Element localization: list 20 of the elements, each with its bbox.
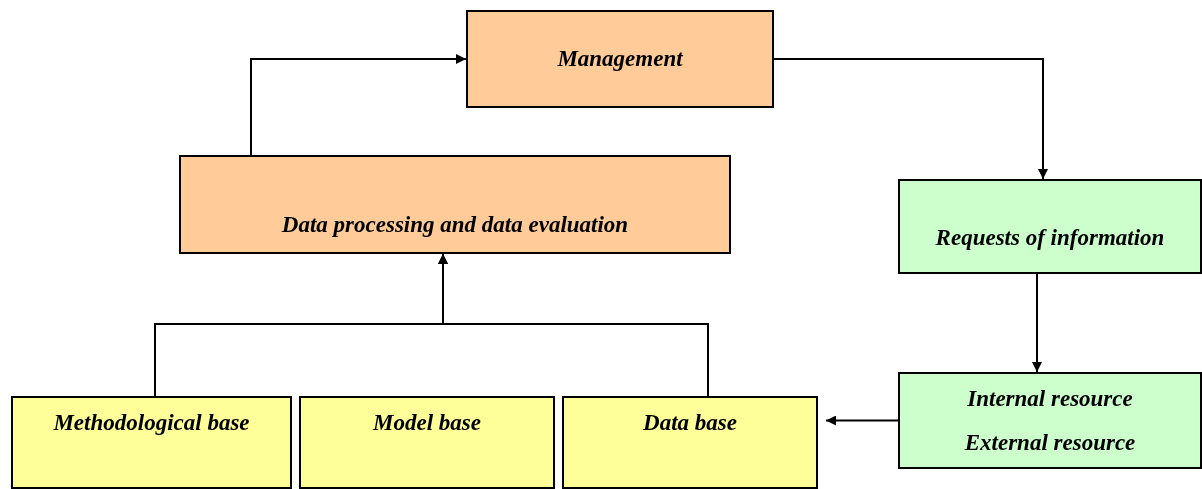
box-label: Model base <box>373 410 481 436</box>
arrow <box>438 253 709 397</box>
box-label: Data processing and data evaluation <box>281 212 629 238</box>
base-box <box>562 396 818 489</box>
box-label: Internal resource <box>967 386 1133 412</box>
box-label: Methodological base <box>53 410 250 436</box>
arrow <box>250 54 467 156</box>
process-box <box>179 155 731 254</box>
base-box <box>299 396 555 489</box>
process-box <box>898 372 1202 469</box>
arrow <box>773 58 1048 180</box>
process-box <box>898 179 1202 274</box>
box-label: External resource <box>964 430 1136 456</box>
arrow <box>825 415 899 426</box>
base-box <box>11 396 292 489</box>
box-label: Requests of information <box>935 224 1165 251</box>
arrow <box>1032 273 1042 373</box>
box-label: Data base <box>643 410 737 436</box>
box-label: Management <box>557 46 683 72</box>
process-box <box>466 10 774 108</box>
